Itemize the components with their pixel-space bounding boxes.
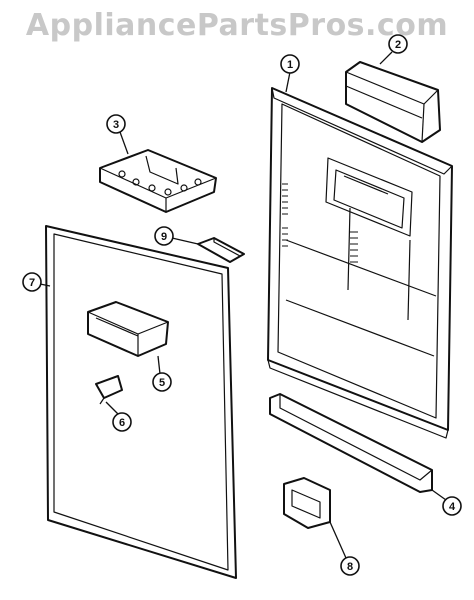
- part-door-bin[interactable]: [87, 301, 169, 357]
- callout-1: 1: [280, 54, 300, 93]
- callout-9-label: 9: [161, 231, 167, 243]
- callout-5-label: 5: [159, 377, 165, 389]
- callout-7-label: 7: [29, 277, 35, 289]
- part-egg-tray[interactable]: [99, 149, 217, 213]
- callout-4-label: 4: [449, 501, 456, 513]
- callout-2: 2: [379, 34, 408, 65]
- callout-9: 9: [154, 226, 199, 246]
- callout-8: 8: [329, 521, 360, 576]
- part-dairy-door[interactable]: [345, 61, 441, 143]
- callout-7: 7: [22, 272, 51, 292]
- callout-8-label: 8: [347, 561, 353, 573]
- callout-5: 5: [152, 355, 172, 392]
- watermark-text: AppliancePartsPros.com: [25, 8, 449, 43]
- callout-1-label: 1: [287, 59, 293, 71]
- part-bracket[interactable]: [283, 477, 331, 529]
- part-small-bin[interactable]: [197, 237, 245, 263]
- part-door-liner[interactable]: [267, 87, 453, 439]
- callout-3: 3: [106, 114, 129, 155]
- part-bin-clip[interactable]: [95, 375, 123, 405]
- callout-4: 4: [431, 489, 462, 516]
- part-door-gasket[interactable]: [45, 225, 237, 579]
- callout-2-label: 2: [395, 39, 401, 51]
- callout-6: 6: [105, 401, 132, 432]
- callout-6-label: 6: [119, 417, 125, 429]
- part-bottom-trim[interactable]: [269, 393, 433, 493]
- callout-3-label: 3: [113, 119, 119, 131]
